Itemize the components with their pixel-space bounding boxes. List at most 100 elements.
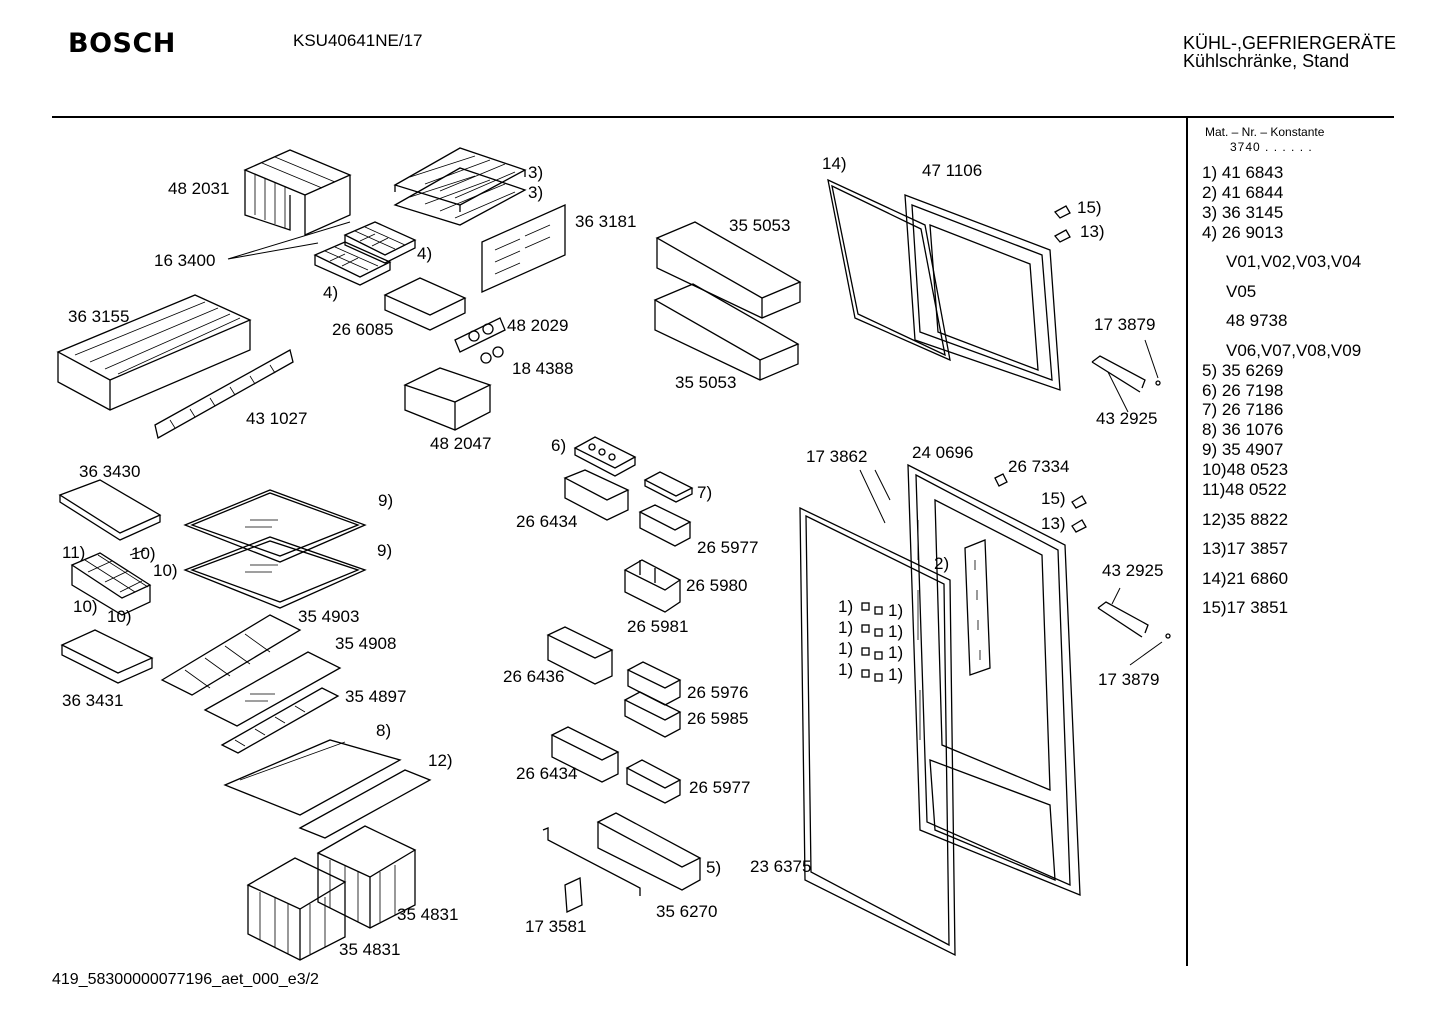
crisper-frame [160,614,302,696]
callout-label: 24 0696 [912,443,974,462]
category-title: KÜHL-,GEFRIERGERÄTE [1183,33,1397,53]
callout-label: 1) [888,622,904,641]
callout-label: 4) [417,244,433,263]
callout-label: 10) [153,561,178,580]
sidebar-line: 7) 26 7186 [1202,400,1284,419]
callout-label: 35 4831 [339,940,401,959]
door-egg-holder [964,539,991,676]
sidebar-line: 48 9738 [1226,311,1288,330]
bottom-tray [60,629,154,684]
callout-label: 4) [323,283,339,302]
hinge-caps-upper [1053,205,1071,243]
callout-label: 43 2925 [1102,561,1164,580]
sidebar-line: 14)21 6860 [1202,569,1289,588]
callout-label: 26 5977 [689,778,751,797]
callout-label: 10) [131,544,156,563]
callout-label: 48 2029 [507,316,569,335]
retainer-clip [564,877,583,913]
small-block [994,473,1008,487]
door-bin [623,691,682,738]
door-handle-lower [1097,587,1171,666]
sidebar-line: 12)35 8822 [1202,510,1289,529]
sidebar-line: 3) 36 3145 [1202,203,1284,222]
callout-label: 9) [377,541,393,560]
callout-label: 1) [888,601,904,620]
callout-label: 23 6375 [750,857,812,876]
sidebar-line: 9) 35 4907 [1202,440,1284,459]
door-gasket [799,506,956,957]
egg-tray-small [643,471,694,503]
callout-label: 26 5980 [686,576,748,595]
callout-label: 5) [706,858,722,877]
callout-label: 35 5053 [675,373,737,392]
callout-label: 3) [528,163,544,182]
brand-logo: BOSCH [68,28,176,59]
freezer-door [904,194,1061,391]
wire-grid-shelves [393,147,527,226]
callout-label: 35 4908 [335,634,397,653]
vent-strip [220,687,340,754]
hinge-caps-lower [1071,495,1087,533]
sidebar-line: 8) 36 1076 [1202,420,1284,439]
glass-cover-12 [298,769,432,839]
sidebar-line: 13)17 3857 [1202,539,1289,558]
callout-label: 1) [888,643,904,662]
callout-label: 26 6434 [516,512,578,531]
egg-basket [70,552,152,616]
door-rack-lower [653,283,800,381]
callout-label: 15) [1077,198,1102,217]
model-number: KSU40641NE/17 [293,31,423,50]
callout-label: 35 5053 [729,216,791,235]
callout-label: 26 5981 [627,617,689,636]
door-bin [638,504,692,547]
bottle-rack [596,812,702,891]
door-bin [550,726,620,783]
callout-label: 10) [107,607,132,626]
callout-label: 12) [428,751,453,770]
category-subtitle: Kühlschränke, Stand [1183,51,1350,71]
crisper-cover [223,739,402,816]
callout-label: 35 6270 [656,902,718,921]
callout-label: 26 6434 [516,764,578,783]
callout-label: 1) [838,639,854,658]
callout-label: 2) [934,554,950,573]
callout-label: 1) [888,665,904,684]
sidebar-line: 2) 41 6844 [1202,183,1284,202]
sidebar-line: 6) 26 7198 [1202,381,1284,400]
callout-label: 36 3155 [68,307,130,326]
door-bin [623,559,682,613]
fridge-door [907,463,1081,896]
callout-label: 36 3181 [575,212,637,231]
callout-label: 10) [73,597,98,616]
callout-label: 43 1027 [246,409,308,428]
top-tray [58,479,162,541]
callout-label: 3) [528,183,544,202]
callout-label: 15) [1041,489,1066,508]
sidebar-line: V05 [1226,282,1257,301]
callout-label: 26 5976 [687,683,749,702]
door-handle-upper [1091,339,1161,413]
callout-label: 26 5985 [687,709,749,728]
sidebar-line: 10)48 0523 [1202,460,1289,479]
callout-label: 47 1106 [922,161,983,180]
sidebar-line: 5) 35 6269 [1202,361,1284,380]
freezer-shelf [56,294,252,411]
freezer-door-gasket [827,178,951,362]
door-rack-upper [655,221,802,319]
callout-label: 36 3431 [62,691,124,710]
callout-label: 1) [838,597,854,616]
tray-holder [383,277,467,331]
shelf-supports [861,602,883,682]
callout-label: 17 3862 [806,447,868,466]
callout-label: 9) [378,491,394,510]
callout-label: 26 5977 [697,538,759,557]
callout-label: 1) [838,618,854,637]
callout-label: 16 3400 [154,251,216,270]
door-bin [563,469,630,521]
callout-label: 6) [551,436,567,455]
callout-label: 17 3879 [1094,315,1156,334]
sidebar-line: 15)17 3851 [1202,598,1289,617]
sidebar-line: 4) 26 9013 [1202,223,1284,242]
ice-tray-holder [243,149,352,237]
